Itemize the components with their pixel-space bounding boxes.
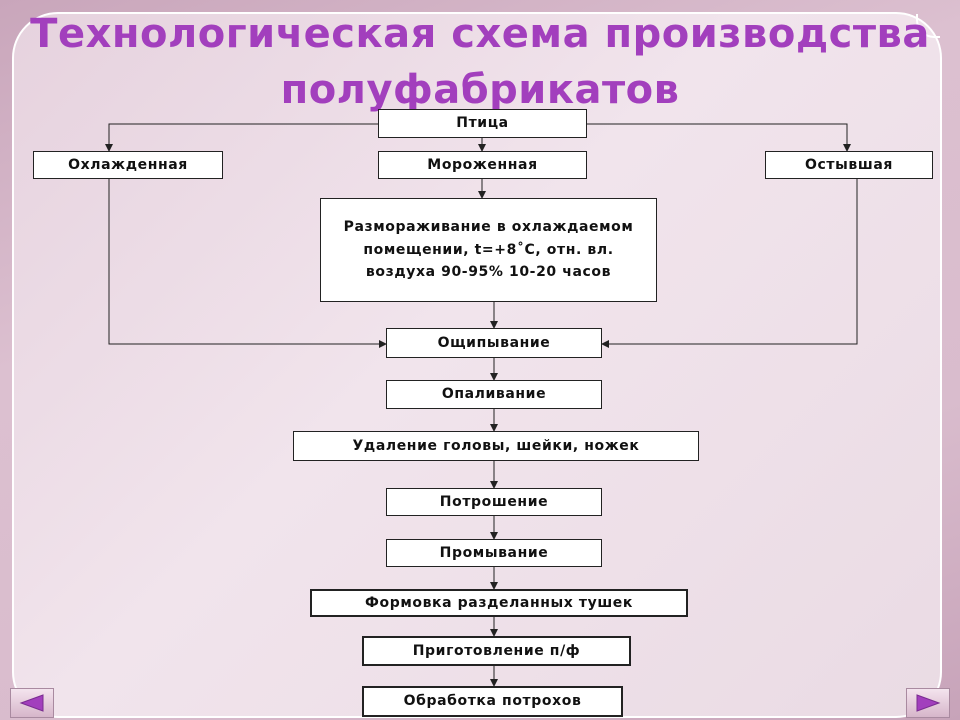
node-opalivanie: Опаливание: [386, 380, 602, 409]
panel-corner: [916, 14, 940, 38]
connector-ptica-right: [586, 123, 851, 152]
node-oshchipyvanie: Ощипывание: [386, 328, 602, 358]
slide-title-line-2: полуфабрикатов: [280, 67, 680, 113]
node-promyvanie: Промывание: [386, 539, 602, 567]
prev-slide-button[interactable]: [10, 688, 54, 718]
node-formovka: Формовка разделанных тушек: [310, 589, 688, 617]
connector-ostyv-oshchip: [601, 178, 858, 348]
slide-title: Технологическая схема производства полуф…: [0, 6, 960, 118]
node-morozhennaya: Мороженная: [378, 151, 587, 179]
next-slide-button[interactable]: [906, 688, 950, 718]
connector-ptica-left: [105, 123, 378, 152]
node-obrabotka: Обработка потрохов: [362, 686, 623, 717]
triangle-right-icon: [916, 694, 941, 712]
connector-ohlazh-oshchip: [108, 178, 387, 348]
node-ostyvshaya: Остывшая: [765, 151, 933, 179]
node-ptica: Птица: [378, 109, 587, 138]
slide-title-line-1: Технологическая схема производства: [30, 11, 930, 57]
node-udalenie: Удаление головы, шейки, ножек: [293, 431, 699, 461]
node-ohlazhdennaya: Охлажденная: [33, 151, 223, 179]
node-prigotovlenie: Приготовление п/ф: [362, 636, 631, 666]
triangle-left-icon: [19, 694, 44, 712]
node-potroshenie: Потрошение: [386, 488, 602, 516]
node-razmorazhivanie: Размораживание в охлаждаемом помещении, …: [320, 198, 657, 302]
